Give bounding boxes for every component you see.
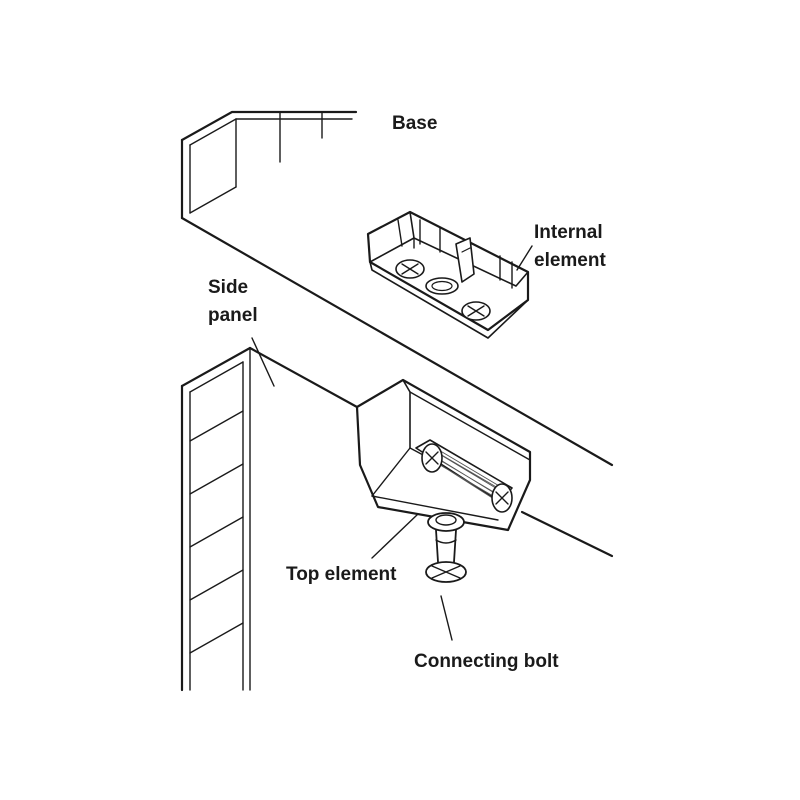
label-connecting-bolt: Connecting bolt [414,651,559,672]
labels: Base Internal element Side panel Top ele… [208,113,606,672]
label-top-element: Top element [286,564,397,585]
side-panel [180,337,614,692]
label-internal-element-line1: Internal [534,222,603,243]
top-element [355,378,532,559]
connecting-bolt [425,512,467,641]
label-side-panel-line2: panel [208,305,258,326]
label-side-panel-line1: Side [208,277,248,298]
internal-element [366,210,533,339]
label-base: Base [392,113,437,134]
label-internal-element-line2: element [534,250,606,271]
base-panel [180,110,614,467]
